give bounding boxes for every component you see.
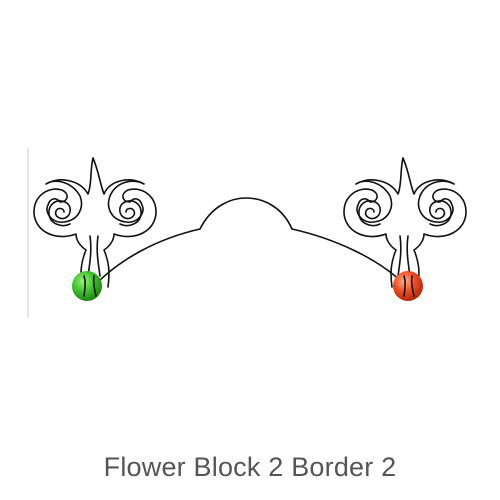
start-marker-dot: [72, 271, 102, 301]
right-flower-motif: [343, 157, 467, 288]
center-arch-path: [91, 197, 409, 289]
end-marker-dot: [393, 271, 423, 301]
end-marker-stem-lines: [403, 275, 415, 297]
left-flower-motif: [33, 157, 157, 288]
start-marker-stem-lines: [83, 275, 97, 297]
pattern-title: Flower Block 2 Border 2: [103, 452, 397, 482]
